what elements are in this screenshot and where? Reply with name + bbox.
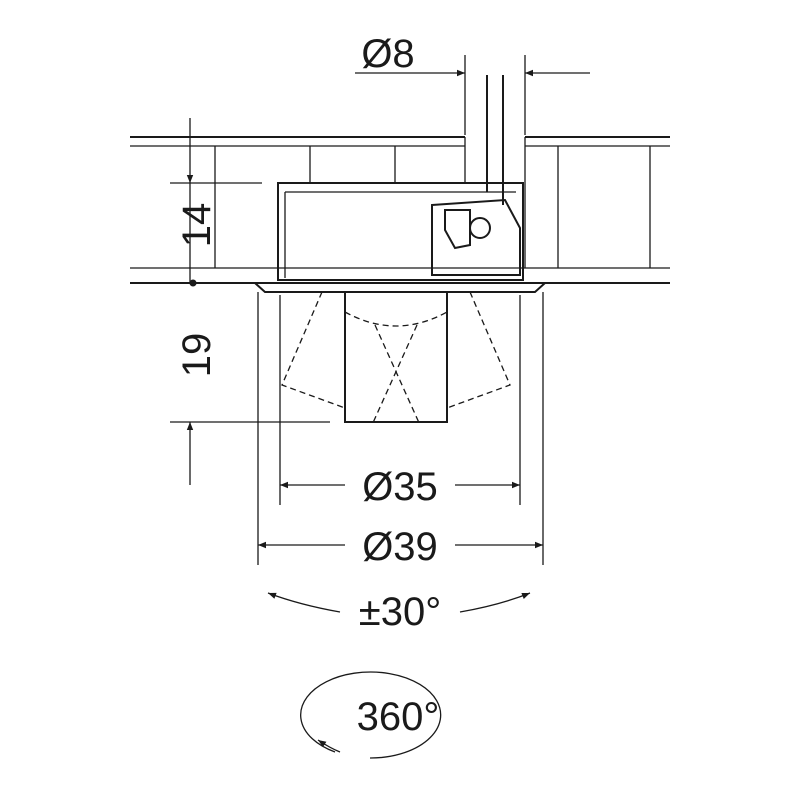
- tilt-angle-label: ±30°: [359, 590, 441, 634]
- cable-diameter-label: Ø8: [361, 32, 414, 76]
- recess-depth-dimension: 14: [170, 118, 262, 287]
- light-housing: [277, 182, 524, 281]
- flange: [252, 282, 548, 293]
- recess-depth-label: 14: [175, 203, 219, 248]
- projection-label: 19: [175, 333, 219, 378]
- projection-dimension: 19: [170, 333, 330, 485]
- rotation-label: 360°: [357, 695, 440, 739]
- rotation-indicator: 360°: [300, 671, 442, 759]
- cutout-diameter-label: Ø35: [362, 465, 438, 509]
- tilt-angle-dimension: ±30°: [267, 590, 531, 634]
- cable-diameter-dimension: Ø8: [355, 32, 590, 135]
- cable: [486, 75, 504, 205]
- lamp-head: [281, 291, 511, 426]
- flange-diameter-dimension: Ø39: [257, 292, 544, 569]
- flange-diameter-label: Ø39: [362, 525, 438, 569]
- cutout-diameter-dimension: Ø35: [279, 295, 521, 509]
